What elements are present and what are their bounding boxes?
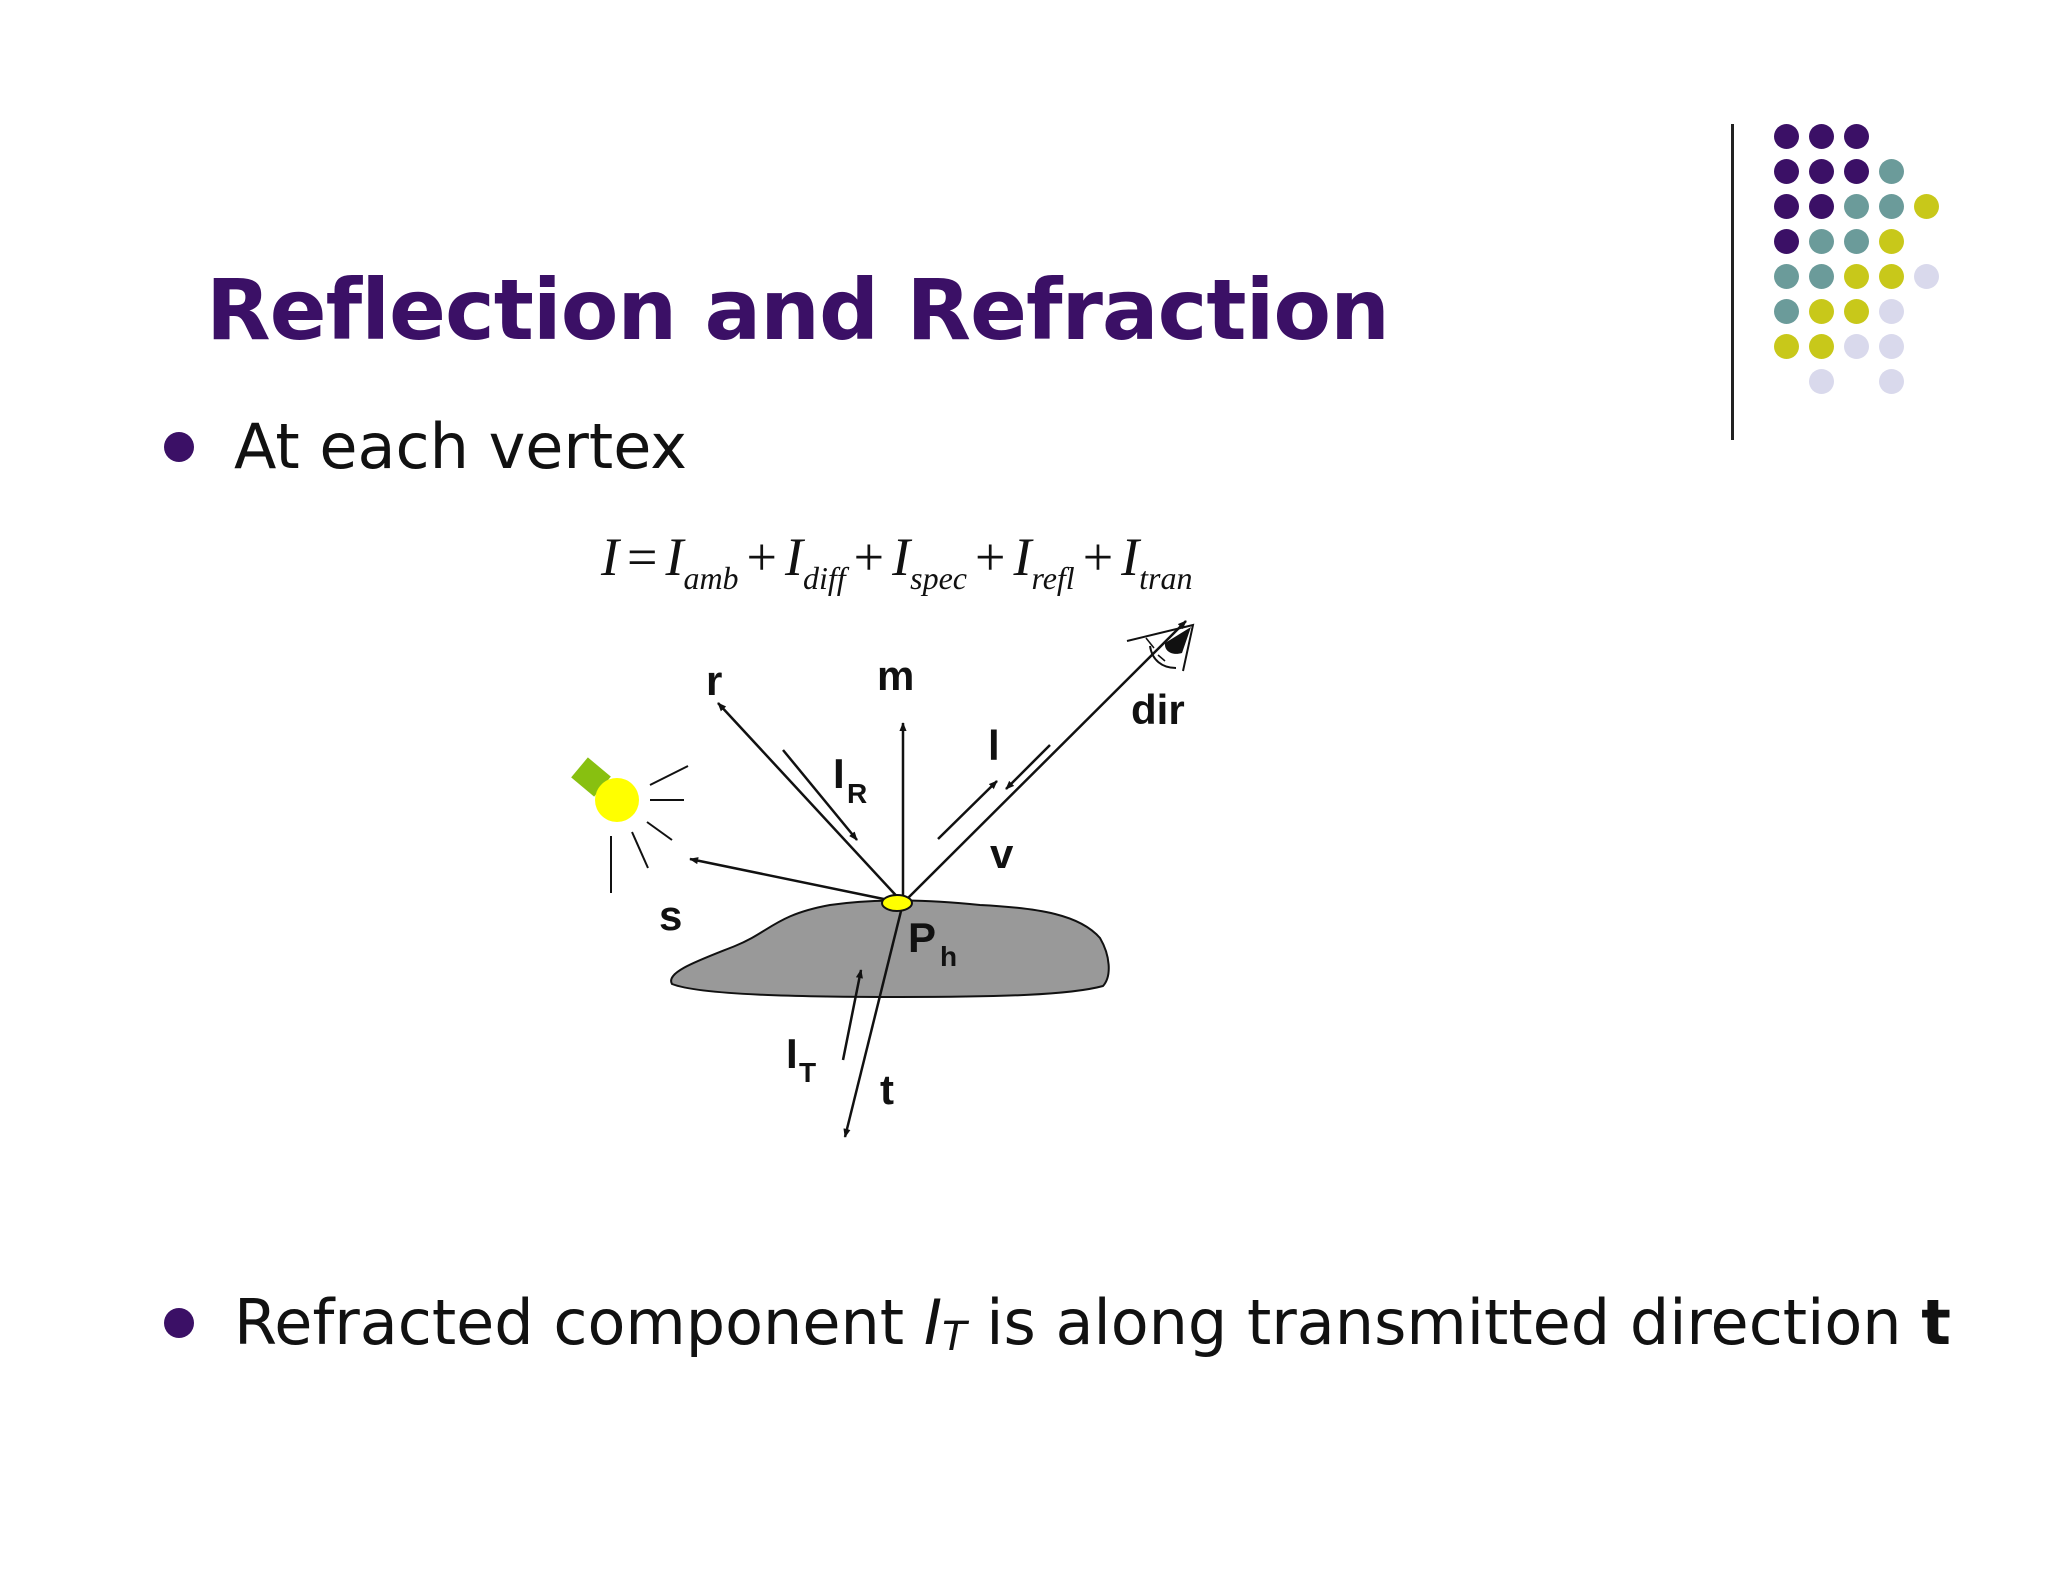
label-dir: dir	[1131, 686, 1185, 733]
bullet-dot-icon	[164, 1307, 194, 1338]
decorative-dot	[1809, 159, 1834, 184]
label-v: v	[990, 830, 1014, 877]
bullet-text-bold: t	[1921, 1286, 1951, 1359]
decorative-dot	[1809, 369, 1834, 394]
decorative-dot	[1844, 124, 1869, 149]
decorative-dot	[1774, 194, 1799, 219]
eye-icon	[1126, 623, 1195, 672]
equation-plus: +	[1082, 527, 1114, 587]
label-IR: I	[833, 750, 845, 797]
bullet-symbol-sub: T	[942, 1313, 967, 1360]
incoming-ray-IR	[782, 749, 858, 841]
decorative-dot	[1879, 264, 1904, 289]
bullet-text: At each vertex	[234, 410, 687, 483]
decorative-dot	[1809, 194, 1834, 219]
bullet-text-middle: is along transmitted direction	[966, 1286, 1922, 1359]
bullet-symbol: I	[923, 1286, 943, 1359]
decorative-dot	[1844, 264, 1869, 289]
equation-term: Itran	[1121, 527, 1193, 596]
label-IT: I	[786, 1030, 798, 1077]
view-ray-dir	[902, 620, 1187, 904]
label-t: t	[880, 1066, 894, 1113]
decorative-dot	[1774, 124, 1799, 149]
label-Ph-sub: h	[940, 941, 957, 972]
decorative-dot	[1809, 299, 1834, 324]
incoming-ray-IT	[841, 969, 863, 1061]
light-direction-l	[937, 780, 998, 840]
hit-point-ph	[881, 894, 913, 912]
decorative-dot	[1809, 229, 1834, 254]
equation-term: Idiff	[785, 527, 846, 596]
label-l: l	[988, 722, 1000, 769]
reflected-ray-r	[717, 702, 904, 904]
decorative-dot	[1774, 229, 1799, 254]
label-m: m	[877, 652, 914, 699]
decorative-dot	[1914, 194, 1939, 219]
bullet-item: At each vertex	[164, 410, 687, 483]
decorative-dot	[1844, 159, 1869, 184]
surface-object	[670, 899, 1110, 999]
decorative-dot	[1879, 159, 1904, 184]
decorative-dot	[1879, 299, 1904, 324]
decorative-dot	[1844, 334, 1869, 359]
decorative-dot	[1809, 334, 1834, 359]
label-IT-sub: T	[799, 1057, 816, 1088]
decorative-dot	[1879, 334, 1904, 359]
decorative-dot	[1809, 124, 1834, 149]
decorative-dot	[1844, 194, 1869, 219]
light-ray-s	[689, 857, 904, 905]
decorative-dot	[1774, 264, 1799, 289]
decorative-dot	[1844, 299, 1869, 324]
light-source-icon	[571, 757, 689, 893]
bullet-text-prefix: Refracted component	[234, 1286, 924, 1359]
equation-term: Iamb	[665, 527, 739, 596]
slide-title: Reflection and Refraction	[206, 261, 1390, 359]
decorative-dot	[1844, 229, 1869, 254]
equation-plus: +	[746, 527, 778, 587]
decorative-dot	[1914, 264, 1939, 289]
decorative-dot	[1774, 334, 1799, 359]
equation-plus: +	[974, 527, 1006, 587]
decorative-dot	[1774, 159, 1799, 184]
label-Ph: P	[908, 914, 936, 961]
decorative-dot	[1774, 299, 1799, 324]
illumination-equation: I=Iamb+Idiff+Ispec+Irefl+Itran	[601, 526, 1192, 597]
decorative-dot	[1879, 369, 1904, 394]
equation-equals: =	[626, 527, 658, 587]
bullet-dot-icon	[164, 431, 194, 462]
equation-term: Ispec	[892, 527, 967, 596]
decorative-dot	[1809, 264, 1834, 289]
decorative-dot	[1879, 194, 1904, 219]
decorative-vertical-rule	[1731, 124, 1734, 440]
equation-plus: +	[853, 527, 885, 587]
equation-term: Irefl	[1013, 527, 1075, 596]
label-IR-sub: R	[847, 778, 867, 809]
view-vector-v	[1005, 744, 1051, 790]
label-r: r	[706, 657, 722, 704]
decorative-dot	[1879, 229, 1904, 254]
label-s: s	[659, 892, 682, 939]
equation-lhs: I	[601, 527, 619, 587]
transmitted-ray-t	[843, 902, 905, 1138]
